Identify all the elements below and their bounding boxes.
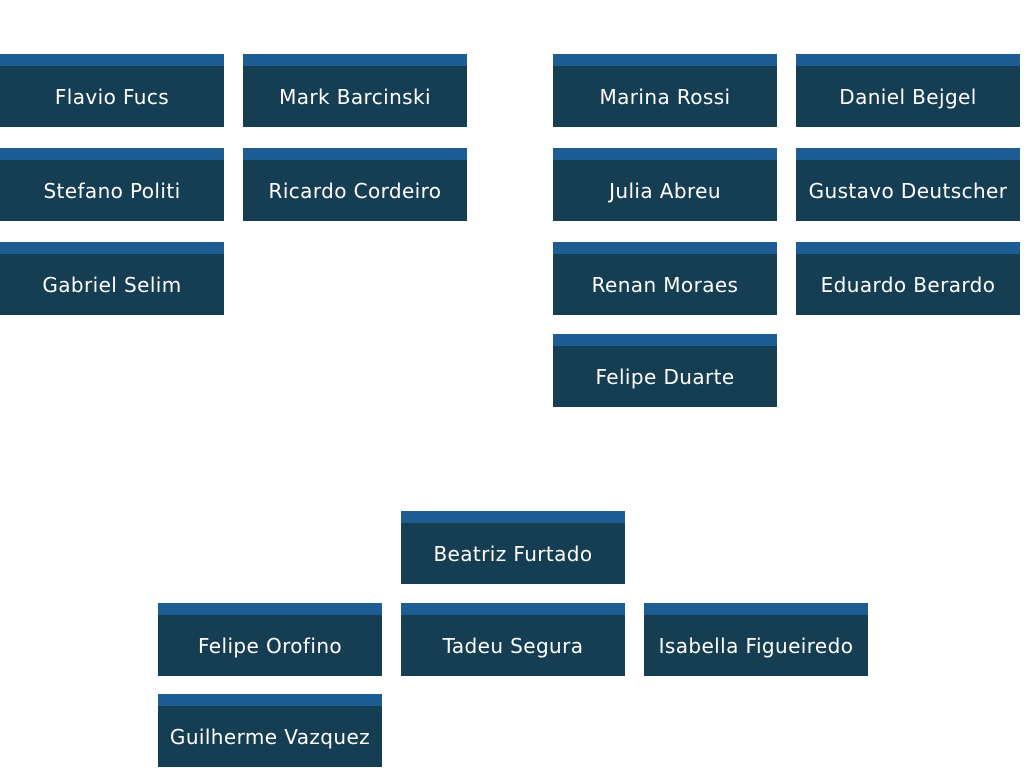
member-card: Gabriel Selim <box>0 242 224 315</box>
member-card: Eduardo Berardo <box>796 242 1020 315</box>
member-card: Stefano Politi <box>0 148 224 221</box>
member-card: Mark Barcinski <box>243 54 467 127</box>
member-card: Gustavo Deutscher <box>796 148 1020 221</box>
member-card: Tadeu Segura <box>401 603 625 676</box>
member-card: Julia Abreu <box>553 148 777 221</box>
member-card: Flavio Fucs <box>0 54 224 127</box>
member-card: Beatriz Furtado <box>401 511 625 584</box>
member-card: Guilherme Vazquez <box>158 694 382 767</box>
member-card: Ricardo Cordeiro <box>243 148 467 221</box>
member-card: Felipe Duarte <box>553 334 777 407</box>
member-card: Daniel Bejgel <box>796 54 1020 127</box>
member-card: Marina Rossi <box>553 54 777 127</box>
member-card: Renan Moraes <box>553 242 777 315</box>
member-card: Isabella Figueiredo <box>644 603 868 676</box>
member-card: Felipe Orofino <box>158 603 382 676</box>
